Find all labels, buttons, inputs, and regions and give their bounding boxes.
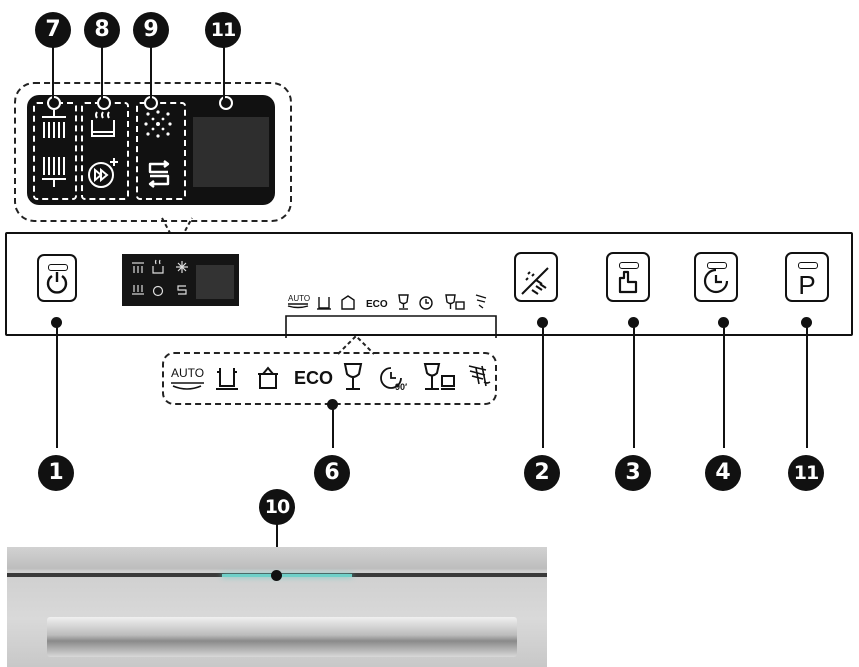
p-led [798, 262, 818, 269]
mini-indicator-icons [132, 259, 188, 297]
zoom-outline [14, 82, 292, 222]
leader-6 [332, 408, 334, 448]
power-button[interactable] [37, 254, 77, 302]
marker-10 [271, 570, 282, 581]
callout-8: 8 [84, 12, 120, 48]
leader-11-top [223, 46, 225, 100]
callout-7: 7 [35, 12, 71, 48]
drying-icon [91, 111, 115, 137]
marker-4 [718, 317, 729, 328]
power-icon [46, 272, 68, 294]
p-button-label: P [798, 269, 816, 300]
salt-refill-arrows-icon [148, 160, 170, 188]
program-select-button[interactable] [606, 252, 650, 302]
clock-icon [703, 268, 729, 294]
leader-8 [101, 46, 103, 100]
upper-spray-arm-icon [42, 110, 66, 138]
marker-11-right [801, 317, 812, 328]
intensive-pot-icon [216, 368, 238, 390]
svg-text:ECO: ECO [366, 299, 388, 310]
callout-11-right: 11 [788, 455, 824, 491]
marker-8 [97, 96, 111, 110]
leader-9 [150, 46, 152, 100]
marker-11-top [219, 96, 233, 110]
leader-11-right [806, 326, 808, 448]
marker-6 [327, 399, 338, 410]
door-handle [47, 617, 517, 657]
floor-light-strip [222, 574, 352, 577]
svg-text:90′: 90′ [395, 382, 407, 392]
program-eco-label: ECO [294, 368, 334, 388]
timer-led [707, 262, 727, 269]
rinse-aid-sparkle-icon [144, 110, 172, 138]
spray-slash-icon [521, 267, 549, 295]
auto-icon [171, 382, 204, 390]
callout-11-top: 11 [205, 12, 241, 48]
program-bracket [285, 315, 497, 338]
delay-timer-button[interactable] [694, 252, 738, 302]
callout-3: 3 [615, 455, 651, 491]
program-icons-small: AUTO ECO [287, 294, 487, 310]
90min-icon: 90′ [380, 367, 407, 392]
marker-7 [47, 96, 61, 110]
indicator-group-9 [136, 102, 186, 200]
callout-6: 6 [314, 455, 350, 491]
leader-2 [542, 326, 544, 448]
leader-3 [633, 326, 635, 448]
marker-3 [628, 317, 639, 328]
glass-icon [343, 363, 363, 390]
mini-time-screen [196, 265, 234, 299]
program-pointer [337, 334, 375, 355]
program-p-button[interactable]: P [785, 252, 829, 302]
marker-2 [537, 317, 548, 328]
callout-4: 4 [705, 455, 741, 491]
power-led [48, 264, 68, 271]
extra-drying-button[interactable] [514, 252, 558, 302]
callout-1: 1 [38, 455, 74, 491]
marker-1 [51, 317, 62, 328]
dishwasher-door-image [7, 547, 547, 667]
leader-1 [56, 326, 58, 448]
rinse-icon [468, 365, 491, 387]
program-auto-label: AUTO [171, 366, 205, 380]
callout-2: 2 [524, 455, 560, 491]
svg-text:AUTO: AUTO [288, 294, 310, 303]
leader-4 [723, 326, 725, 448]
pot-icon [258, 366, 278, 389]
lower-spray-arm-icon [42, 157, 66, 187]
hand-touch-icon [618, 270, 638, 294]
time-display-screen [193, 117, 269, 187]
callout-10: 10 [259, 489, 295, 525]
glass-plate-icon [423, 363, 455, 390]
fast-forward-plus-icon [88, 158, 118, 188]
program-led [619, 262, 639, 269]
leader-7 [52, 46, 54, 100]
callout-9: 9 [133, 12, 169, 48]
